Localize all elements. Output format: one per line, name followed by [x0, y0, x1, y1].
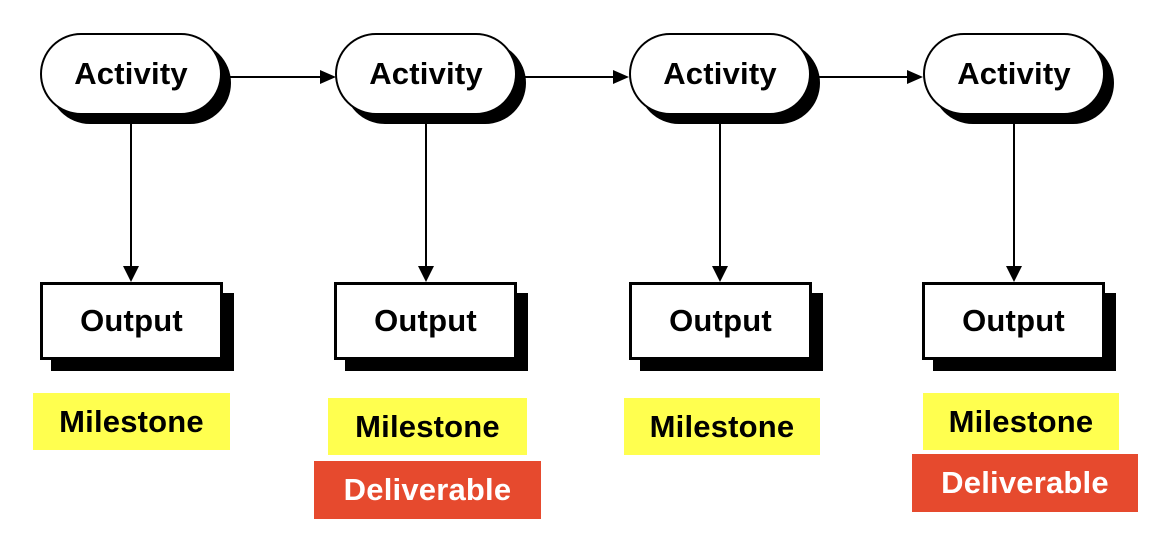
- connector-activity1-to-activity2: [224, 76, 320, 78]
- milestone-badge-3: Milestone: [624, 398, 820, 455]
- arrowhead-down-icon: [1006, 266, 1022, 282]
- connector-activity1-to-output1: [130, 123, 132, 266]
- arrowhead-down-icon: [712, 266, 728, 282]
- connector-activity4-to-output4: [1013, 123, 1015, 266]
- activity-node-2: Activity: [335, 33, 517, 115]
- connector-activity3-to-output3: [719, 123, 721, 266]
- arrowhead-down-icon: [418, 266, 434, 282]
- activity-node-1: Activity: [40, 33, 222, 115]
- deliverable-badge-2: Deliverable: [314, 461, 541, 519]
- deliverable-badge-4: Deliverable: [912, 454, 1138, 512]
- output-node-2: Output: [334, 282, 517, 360]
- connector-activity2-to-activity3: [519, 76, 613, 78]
- arrowhead-right-icon: [320, 70, 336, 84]
- arrowhead-right-icon: [613, 70, 629, 84]
- milestone-badge-2: Milestone: [328, 398, 527, 455]
- milestone-badge-4: Milestone: [923, 393, 1119, 450]
- activity-node-4: Activity: [923, 33, 1105, 115]
- output-node-1: Output: [40, 282, 223, 360]
- arrowhead-right-icon: [907, 70, 923, 84]
- connector-activity3-to-activity4: [813, 76, 907, 78]
- output-node-4: Output: [922, 282, 1105, 360]
- arrowhead-down-icon: [123, 266, 139, 282]
- activity-node-3: Activity: [629, 33, 811, 115]
- connector-activity2-to-output2: [425, 123, 427, 266]
- output-node-3: Output: [629, 282, 812, 360]
- milestone-badge-1: Milestone: [33, 393, 230, 450]
